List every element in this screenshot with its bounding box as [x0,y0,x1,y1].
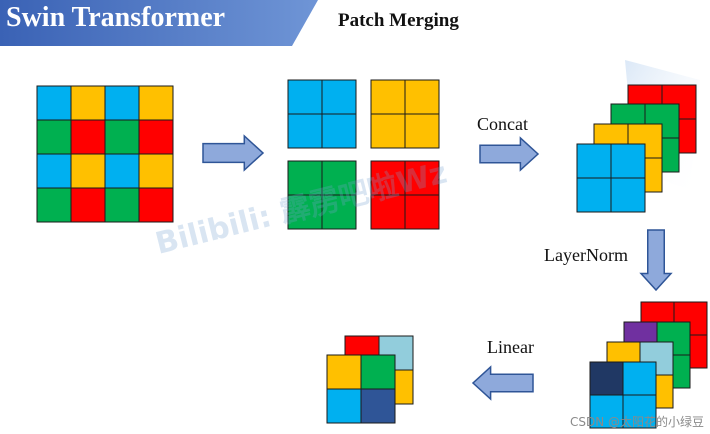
input-grid-cell [138,119,174,155]
split-patch-green-cell [321,160,357,196]
split-patch-blue-cell [287,113,323,149]
split-patch-green-cell [321,194,357,230]
input-grid-cell [70,85,106,121]
input-grid-cell [104,85,140,121]
input-grid-cell [70,119,106,155]
diagram-subtitle: Patch Merging [338,10,459,31]
stack-layer-blue-cell [610,143,646,179]
output-front-cell [326,354,362,390]
output-front-cell [326,388,362,424]
input-grid-cell [70,187,106,223]
stack-layer-blue-cell [576,177,612,213]
split-patch-yellow-cell [370,113,406,149]
input-grid-cell [138,153,174,189]
stack-layer-blue-cell [610,177,646,213]
input-grid-cell [104,187,140,223]
split-patch-red-cell [404,194,440,230]
output-front-cell [360,388,396,424]
stack-layer-blue-cell [576,143,612,179]
input-grid-cell [138,85,174,121]
split-patch-blue-cell [287,79,323,115]
split-patch-yellow-cell [404,79,440,115]
split-patch-red-cell [370,194,406,230]
split-patch-yellow-cell [404,113,440,149]
input-grid-cell [36,85,72,121]
arrow-to-split [202,134,265,172]
split-patch-blue-cell [321,113,357,149]
arrow-linear [471,365,534,401]
page-title: Swin Transformer [6,2,226,33]
output-front-cell [360,354,396,390]
input-grid-cell [70,153,106,189]
input-grid-cell [104,153,140,189]
layernorm-label: LayerNorm [544,245,628,265]
credit-text: CSDN @太阳花的小绿豆 [569,415,704,429]
normalized-layer-cell [622,361,657,396]
input-grid-cell [138,187,174,223]
arrow-layernorm [639,229,673,292]
normalized-layer-cell [622,394,657,429]
split-patch-red-cell [370,160,406,196]
input-grid-cell [104,119,140,155]
input-grid-cell [36,153,72,189]
split-patch-yellow-cell [370,79,406,115]
concat-label: Concat [477,114,528,134]
input-grid-cell [36,119,72,155]
arrow-concat [479,136,540,172]
split-patch-blue-cell [321,79,357,115]
title-banner-shape [0,0,318,46]
input-grid-cell [36,187,72,223]
linear-label: Linear [487,337,534,357]
normalized-layer-cell [589,361,624,396]
split-patch-red-cell [404,160,440,196]
